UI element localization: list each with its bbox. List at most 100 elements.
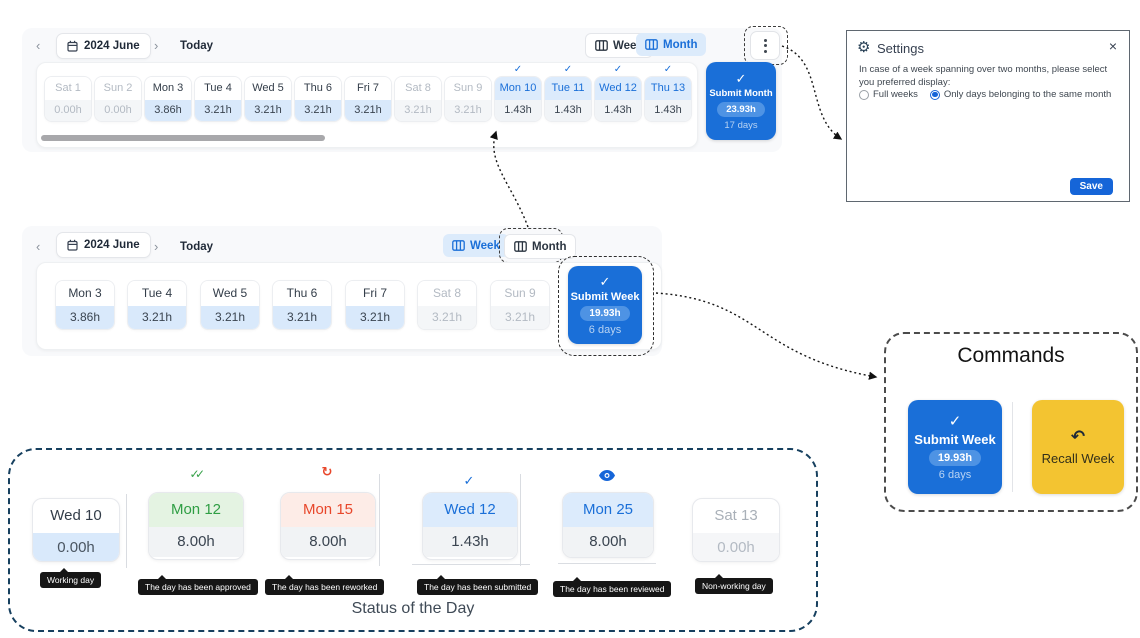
radio-full-weeks[interactable]: [859, 89, 869, 100]
undo-arrow-icon: ↶: [1070, 427, 1086, 446]
status-day-cell[interactable]: Mon 25 8.00h: [562, 492, 654, 558]
horizontal-scrollbar[interactable]: [41, 135, 325, 141]
week-day-cell[interactable]: Thu 6 3.21h: [272, 280, 332, 330]
check-icon: ✓: [513, 64, 523, 75]
kebab-dot: [763, 44, 767, 47]
today-button[interactable]: Today: [180, 40, 214, 52]
submit-week-command-button[interactable]: ✓ Submit Week 19.93h 6 days: [908, 400, 1002, 494]
status-tooltip: Non-working day: [695, 574, 773, 594]
month-day-cell[interactable]: Thu 6 3.21h: [294, 76, 342, 122]
close-icon[interactable]: ×: [1108, 38, 1117, 54]
status-day-cell[interactable]: Wed 12 1.43h: [422, 492, 518, 560]
week-day-cell[interactable]: Tue 4 3.21h: [127, 280, 187, 330]
toggle-month-label: Month: [532, 240, 567, 253]
month-day-cell[interactable]: ✓ Tue 11 1.43h: [544, 64, 592, 122]
days-count: 6 days: [938, 468, 972, 481]
status-divider: [126, 494, 127, 568]
columns-icon: [645, 39, 658, 50]
month-day-cell[interactable]: Fri 7 3.21h: [344, 76, 392, 122]
check-icon: ✓: [463, 473, 475, 488]
status-day-cell[interactable]: Mon 12 8.00h: [148, 492, 244, 560]
commands-divider: [1012, 402, 1013, 492]
status-day-cell[interactable]: Sat 13 0.00h: [692, 498, 780, 562]
status-divider: [520, 474, 521, 566]
date-picker-button[interactable]: 2024 June: [56, 33, 151, 59]
next-week-button[interactable]: ›: [154, 239, 159, 254]
settings-popup: ⚙ Settings × In case of a week spanning …: [846, 30, 1130, 202]
columns-icon: [595, 40, 608, 51]
kebab-menu-button[interactable]: [750, 31, 780, 60]
toggle-week-button[interactable]: Week: [443, 234, 509, 257]
save-button[interactable]: Save: [1069, 178, 1113, 195]
status-tooltip: The day has been reviewed: [553, 577, 672, 597]
month-day-cell[interactable]: ✓ Wed 12 1.43h: [594, 64, 642, 122]
month-day-cell[interactable]: Sun 2 0.00h: [94, 76, 142, 122]
status-tooltip: The day has been submitted: [417, 575, 539, 595]
kebab-dot: [763, 38, 767, 42]
gear-icon: ⚙: [857, 39, 871, 56]
check-icon: ✓: [599, 273, 611, 289]
week-day-cell[interactable]: Mon 3 3.86h: [55, 280, 115, 330]
columns-icon: [514, 241, 527, 252]
check-icon: ✓: [563, 64, 573, 75]
card-edge-line: [558, 563, 656, 564]
week-day-cell[interactable]: Wed 5 3.21h: [200, 280, 260, 330]
toggle-week-label: Week: [613, 39, 643, 52]
settings-description: In case of a week spanning over two mont…: [859, 64, 1108, 89]
status-divider: [379, 474, 380, 566]
days-count: 6 days: [588, 323, 622, 336]
week-day-cell[interactable]: Sun 9 3.21h: [490, 280, 550, 330]
total-hours-badge: 19.93h: [580, 305, 630, 321]
check-icon: ✓: [948, 412, 962, 430]
submit-month-button[interactable]: ✓ Submit Month 23.93h 17 days: [706, 62, 776, 140]
prev-week-button[interactable]: ‹: [36, 239, 41, 254]
toggle-week-label: Week: [470, 239, 500, 252]
eye-icon: [562, 470, 652, 483]
days-count: 17 days: [724, 119, 758, 131]
redo-icon: ↻: [321, 464, 333, 479]
kebab-dot: [763, 49, 767, 53]
radio-same-month[interactable]: [929, 89, 940, 100]
month-day-cell[interactable]: Sat 1 0.00h: [44, 76, 92, 122]
date-picker-button[interactable]: 2024 June: [56, 232, 151, 258]
next-month-button[interactable]: ›: [154, 38, 159, 53]
status-day-cell[interactable]: Wed 10 0.00h: [32, 498, 120, 562]
card-edge-line: [412, 564, 530, 565]
month-day-cell[interactable]: Sun 9 3.21h: [444, 76, 492, 122]
submit-week-button[interactable]: ✓ Submit Week 19.93h 6 days: [568, 266, 642, 344]
month-view-panel: ‹ 2024 June › Today Week: [22, 26, 788, 152]
week-day-cell[interactable]: Fri 7 3.21h: [345, 280, 405, 330]
arrow-kebab-to-settings: [781, 45, 843, 140]
toggle-month-button[interactable]: Month: [636, 33, 707, 56]
month-day-cell[interactable]: ✓ Mon 10 1.43h: [494, 64, 542, 122]
arrow-submit-week-to-commands: [655, 292, 878, 380]
today-button[interactable]: Today: [180, 241, 214, 253]
recall-week-command-button[interactable]: ↶ Recall Week: [1032, 400, 1124, 494]
radio-label[interactable]: Only days belonging to the same month: [943, 89, 1112, 100]
toggle-month-label: Month: [663, 38, 698, 51]
month-day-cell[interactable]: ✓ Thu 13 1.43h: [644, 64, 692, 122]
month-day-cell[interactable]: Mon 3 3.86h: [144, 76, 192, 122]
check-icon: ✓: [735, 70, 747, 86]
check-icon: ✓: [663, 64, 673, 75]
toggle-month-button[interactable]: Month: [504, 234, 577, 259]
month-day-cell[interactable]: Sat 8 3.21h: [394, 76, 442, 122]
week-day-cell[interactable]: Sat 8 3.21h: [417, 280, 477, 330]
week-view-panel: ‹ 2024 June › Today Week: [22, 226, 662, 356]
status-legend-panel: Wed 10 0.00h Working day ✓✓ Mon 12 8.00h…: [8, 448, 818, 632]
double-check-icon: ✓✓: [189, 467, 205, 481]
date-label: 2024 June: [84, 40, 140, 52]
month-day-cell[interactable]: Tue 4 3.21h: [194, 76, 242, 122]
total-hours-badge: 19.93h: [928, 449, 982, 466]
commands-title: Commands: [957, 344, 1065, 367]
calendar-icon: [67, 40, 78, 52]
settings-title: Settings: [877, 41, 924, 56]
radio-label[interactable]: Full weeks: [873, 89, 918, 100]
columns-icon: [452, 240, 465, 251]
month-day-cell[interactable]: Wed 5 3.21h: [244, 76, 292, 122]
settings-options-row: Full weeks Only days belonging to the sa…: [859, 89, 1111, 100]
status-tooltip: The day has been approved: [138, 575, 258, 595]
prev-month-button[interactable]: ‹: [36, 38, 41, 53]
status-day-cell[interactable]: Mon 15 8.00h: [280, 492, 376, 560]
